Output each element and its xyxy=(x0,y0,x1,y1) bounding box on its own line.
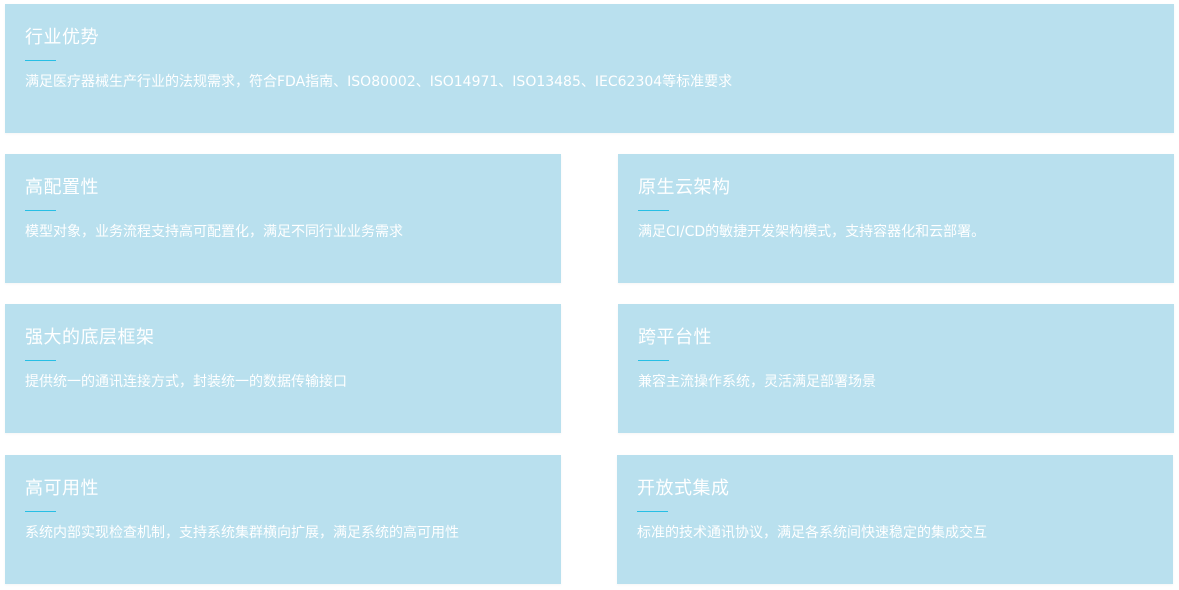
feature-card-high-configurability: 高配置性 模型对象，业务流程支持高可配置化，满足不同行业业务需求 xyxy=(5,154,561,283)
card-title: 行业优势 xyxy=(25,27,99,48)
card-title: 开放式集成 xyxy=(637,478,730,499)
card-description: 系统内部实现检查机制，支持系统集群横向扩展，满足系统的高可用性 xyxy=(25,525,459,541)
card-description: 模型对象，业务流程支持高可配置化，满足不同行业业务需求 xyxy=(25,224,403,240)
card-description: 满足医疗器械生产行业的法规需求，符合FDA指南、ISO80002、ISO1497… xyxy=(25,74,733,90)
card-title: 原生云架构 xyxy=(638,177,731,198)
title-divider xyxy=(25,360,56,361)
title-divider xyxy=(637,511,668,512)
card-title: 强大的底层框架 xyxy=(25,327,155,348)
title-divider xyxy=(638,360,669,361)
feature-card-open-integration: 开放式集成 标准的技术通讯协议，满足各系统间快速稳定的集成交互 xyxy=(617,455,1173,584)
card-title: 高配置性 xyxy=(25,177,99,198)
title-divider xyxy=(638,210,669,211)
card-description: 满足CI/CD的敏捷开发架构模式，支持容器化和云部署。 xyxy=(638,224,986,240)
card-title: 高可用性 xyxy=(25,478,99,499)
feature-card-underlying-framework: 强大的底层框架 提供统一的通讯连接方式，封装统一的数据传输接口 xyxy=(5,304,561,433)
title-divider xyxy=(25,210,56,211)
feature-card-cloud-native: 原生云架构 满足CI/CD的敏捷开发架构模式，支持容器化和云部署。 xyxy=(618,154,1174,283)
title-divider xyxy=(25,60,56,61)
feature-card-industry-advantage: 行业优势 满足医疗器械生产行业的法规需求，符合FDA指南、ISO80002、IS… xyxy=(5,4,1174,133)
feature-card-cross-platform: 跨平台性 兼容主流操作系统，灵活满足部署场景 xyxy=(618,304,1174,433)
card-title: 跨平台性 xyxy=(638,327,712,348)
card-description: 兼容主流操作系统，灵活满足部署场景 xyxy=(638,374,876,390)
title-divider xyxy=(25,511,56,512)
feature-card-high-availability: 高可用性 系统内部实现检查机制，支持系统集群横向扩展，满足系统的高可用性 xyxy=(5,455,561,584)
card-description: 提供统一的通讯连接方式，封装统一的数据传输接口 xyxy=(25,374,347,390)
card-description: 标准的技术通讯协议，满足各系统间快速稳定的集成交互 xyxy=(637,525,987,541)
